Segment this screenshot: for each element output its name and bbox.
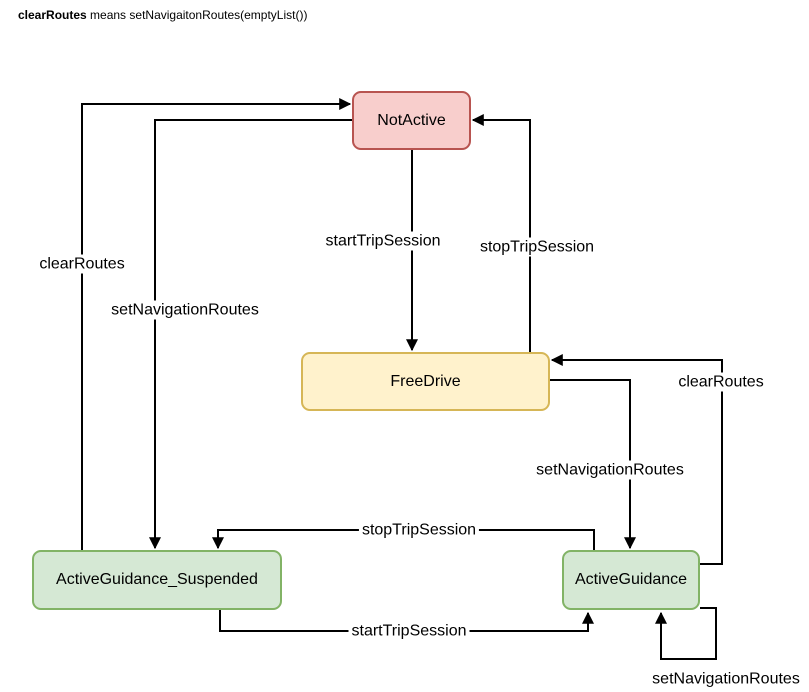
state-activeguidance-suspended: ActiveGuidance_Suspended <box>32 550 282 610</box>
state-activeguidance: ActiveGuidance <box>562 550 700 610</box>
edge-clearroutes-suspended-to-notactive <box>81 98 352 550</box>
edge-setnavigationroutes-freedrive-to-activeguidance <box>550 379 636 550</box>
edge-label-starttripsession-to-activeguidance: startTripSession <box>348 621 470 641</box>
edge-clearroutes-activeguidance-to-freedrive <box>550 354 723 565</box>
edge-label-stoptripsession-to-suspended: stopTripSession <box>358 520 480 540</box>
edge-label-clearroutes-to-freedrive: clearRoutes <box>675 372 767 392</box>
edge-stoptripsession-freedrive-to-notactive <box>471 114 531 352</box>
edge-label-clearroutes-to-notactive: clearRoutes <box>36 254 128 274</box>
edge-setnavigationroutes-self-loop <box>655 607 717 660</box>
note-definition: means setNavigaitonRoutes(emptyList()) <box>86 8 308 22</box>
edge-label-setnavigationroutes-to-suspended: setNavigationRoutes <box>108 300 262 320</box>
state-freedrive: FreeDrive <box>301 352 550 411</box>
state-notactive: NotActive <box>352 91 471 150</box>
diagram-note: clearRoutes means setNavigaitonRoutes(em… <box>18 8 307 22</box>
edge-label-starttripsession-to-freedrive: startTripSession <box>322 231 444 251</box>
edge-label-setnavigationroutes-to-activeguidance: setNavigationRoutes <box>533 460 687 480</box>
edge-setnavigationroutes-notactive-to-suspended <box>149 119 352 550</box>
edge-label-stoptripsession-to-notactive: stopTripSession <box>476 237 598 257</box>
note-term: clearRoutes <box>18 8 87 22</box>
edge-label-setnavigationroutes-self-loop: setNavigationRoutes <box>649 669 803 689</box>
